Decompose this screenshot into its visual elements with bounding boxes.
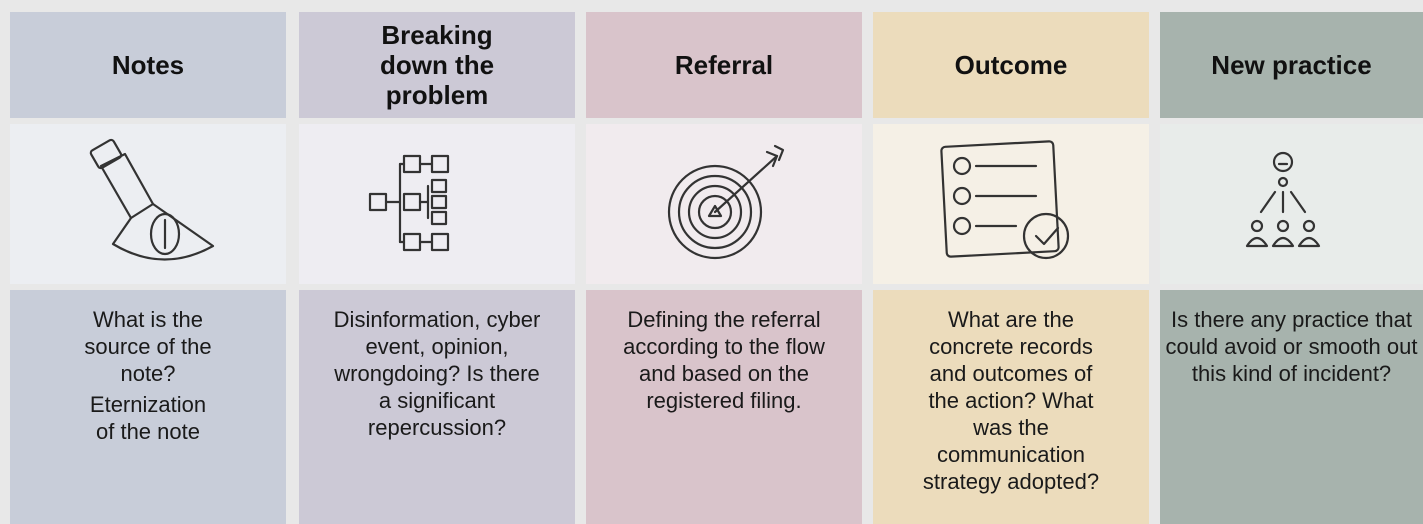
column-title: Outcome bbox=[873, 12, 1149, 118]
description-line: Is there any practice that could avoid o… bbox=[1165, 307, 1418, 386]
column-referral: Referral Defining the referral according… bbox=[586, 12, 862, 524]
column-notes: Notes What is the source of the note? Et… bbox=[10, 12, 286, 524]
description-line: What is the source of the note? bbox=[84, 307, 212, 386]
column-description: Defining the referral according to the f… bbox=[586, 290, 862, 524]
flashlight-icon bbox=[89, 138, 215, 261]
column-description: What is the source of the note? Eterniza… bbox=[10, 290, 286, 524]
column-outcome: Outcome What are the concrete records an… bbox=[873, 12, 1149, 524]
image-cell bbox=[10, 124, 286, 284]
tree-diagram-icon bbox=[368, 154, 450, 252]
description-line: Defining the referral according to the f… bbox=[623, 307, 825, 413]
leader-team-icon bbox=[1245, 151, 1320, 248]
column-title: New practice bbox=[1160, 12, 1423, 118]
column-new-practice: New practice Is there any practice that … bbox=[1160, 12, 1423, 524]
description-line: What are the concrete records and outcom… bbox=[922, 307, 1100, 494]
description-line: Eternization of the note bbox=[89, 392, 207, 444]
column-description: Disinformation, cyber event, opinion, wr… bbox=[299, 290, 575, 524]
column-description: What are the concrete records and outcom… bbox=[873, 290, 1149, 524]
target-icon bbox=[667, 144, 785, 260]
image-cell bbox=[1160, 124, 1423, 284]
column-title: Referral bbox=[586, 12, 862, 118]
column-title: Notes bbox=[10, 12, 286, 118]
image-cell bbox=[299, 124, 575, 284]
description-line: Disinformation, cyber event, opinion, wr… bbox=[333, 307, 541, 440]
column-title: Breaking down the problem bbox=[299, 12, 575, 118]
column-breaking-down: Breaking down the problem Disinformation… bbox=[299, 12, 575, 524]
image-cell bbox=[586, 124, 862, 284]
checklist-icon bbox=[940, 140, 1070, 260]
image-cell bbox=[873, 124, 1149, 284]
column-description: Is there any practice that could avoid o… bbox=[1160, 290, 1423, 524]
